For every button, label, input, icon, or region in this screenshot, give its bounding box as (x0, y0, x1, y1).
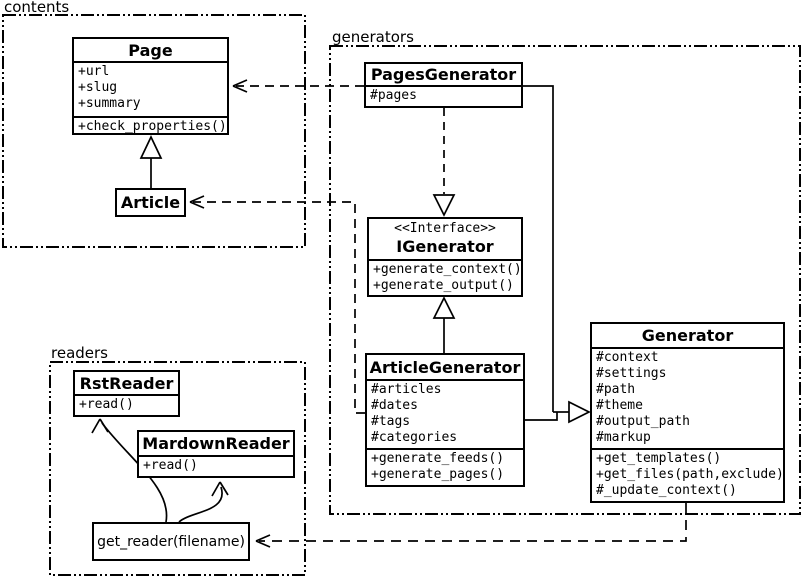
class-articlegenerator: ArticleGenerator #articles #dates #tags … (365, 353, 525, 487)
attribute: #markup (596, 430, 651, 445)
package-contents-border (2, 14, 306, 248)
attribute: #context (596, 350, 659, 365)
function-get-reader: get_reader(filename) (92, 522, 250, 561)
attribute: #settings (596, 366, 667, 381)
realization-pagesgenerator-to-igenerator-triangle-icon (432, 194, 456, 217)
method: +generate_output() (373, 278, 514, 293)
generalization-pagesgenerator-to-generator-line (523, 85, 554, 412)
method: +get_templates() (596, 451, 722, 466)
class-igenerator-header: <<Interface>> IGenerator (369, 219, 521, 259)
attribute: #dates (371, 398, 418, 413)
class-pagesgenerator-attributes: #pages (366, 85, 521, 106)
class-mardownreader-methods: +read() (139, 455, 293, 476)
class-rstreader-methods: +read() (75, 394, 178, 415)
class-rstreader-name: RstReader (79, 373, 174, 393)
attribute: #articles (371, 382, 442, 397)
class-igenerator-methods: +generate_context() +generate_output() (369, 259, 521, 295)
class-articlegenerator-methods: +generate_feeds() +generate_pages() (367, 448, 523, 485)
class-igenerator: <<Interface>> IGenerator +generate_conte… (367, 217, 523, 297)
arrow-getreader-to-mardownreader-line (178, 486, 223, 523)
package-generators-label: generators (332, 28, 414, 46)
class-igenerator-name: IGenerator (396, 237, 494, 256)
attribute: #pages (370, 88, 417, 103)
dependency-articlegenerator-to-article-arrowhead-icon (189, 195, 205, 209)
class-rstreader: RstReader +read() (73, 370, 180, 417)
class-mardownreader-name: MardownReader (142, 434, 290, 453)
arrow-getreader-to-rstreader-arrowhead-icon (91, 418, 109, 434)
class-mardownreader: MardownReader +read() (137, 430, 295, 478)
attribute: #path (596, 382, 636, 397)
class-pagesgenerator-name: PagesGenerator (370, 65, 517, 84)
class-igenerator-stereotype: <<Interface>> (394, 221, 496, 236)
generalization-articlegenerator-to-igenerator-triangle-icon (432, 296, 456, 319)
package-contents-label: contents (4, 0, 70, 16)
generalization-articlegenerator-to-generator-line (525, 412, 558, 421)
method: +get_files(path,exclude) (596, 467, 784, 482)
class-page: Page +url +slug +summary +check_properti… (72, 37, 229, 135)
class-pagesgenerator: PagesGenerator #pages (364, 62, 523, 108)
method: +read() (79, 397, 134, 412)
method: +generate_context() (373, 262, 522, 277)
class-page-name: Page (128, 40, 173, 60)
generalization-article-to-page-triangle-icon (139, 135, 163, 159)
class-article-name: Article (120, 193, 181, 212)
attribute: +url (78, 64, 110, 79)
attribute: +summary (78, 96, 141, 111)
class-articlegenerator-name: ArticleGenerator (369, 357, 521, 377)
package-generators-border (329, 45, 801, 515)
class-page-attributes: +url +slug +summary (74, 61, 227, 116)
dependency-generator-to-getreader-arrowhead-icon (255, 534, 271, 548)
function-get-reader-label: get_reader(filename) (97, 533, 245, 550)
arrow-getreader-to-mardownreader-arrowhead-icon (211, 481, 229, 497)
class-generator-attributes: #context #settings #path #theme #output_… (592, 347, 783, 448)
class-article: Article (115, 188, 186, 217)
class-generator: Generator #context #settings #path #them… (590, 322, 785, 503)
attribute: #output_path (596, 414, 690, 429)
method: #_update_context() (596, 483, 737, 498)
dependency-pagesgenerator-to-page-arrowhead-icon (232, 79, 248, 93)
method: +generate_pages() (371, 467, 505, 482)
attribute: #categories (371, 430, 458, 445)
dependency-generator-to-getreader-line (259, 503, 687, 542)
class-articlegenerator-attributes: #articles #dates #tags #categories (367, 379, 523, 448)
attribute: #theme (596, 398, 643, 413)
attribute: +slug (78, 80, 118, 95)
method: +read() (143, 458, 198, 473)
package-readers-label: readers (51, 344, 108, 362)
method: +generate_feeds() (371, 451, 505, 466)
class-page-methods: +check_properties() (74, 116, 227, 134)
class-generator-name: Generator (641, 326, 734, 345)
attribute: #tags (371, 414, 411, 429)
method: +check_properties() (78, 119, 227, 134)
class-generator-methods: +get_templates() +get_files(path,exclude… (592, 448, 783, 501)
generalization-to-generator-triangle-icon (568, 400, 591, 424)
dependency-articlegenerator-to-article-line (193, 201, 365, 414)
